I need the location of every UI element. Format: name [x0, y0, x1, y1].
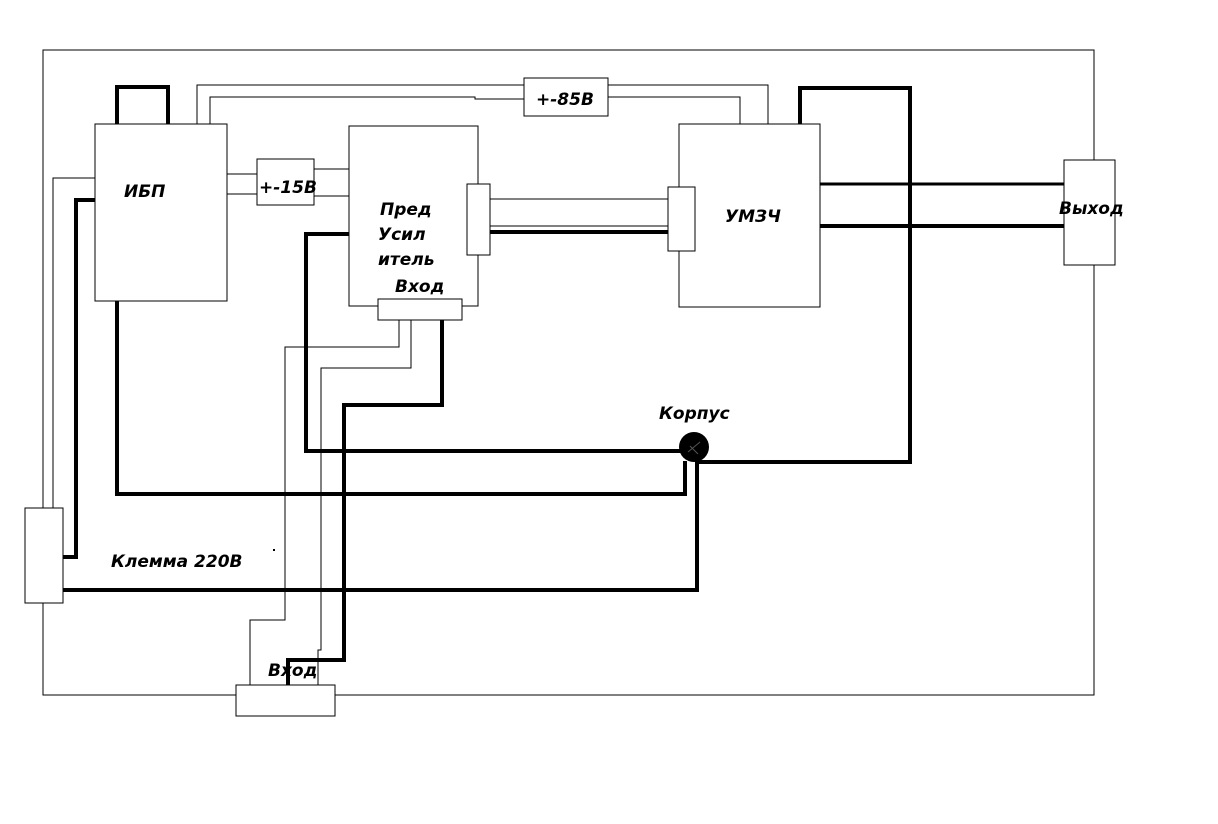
psu-label: ИБП [124, 182, 165, 202]
terminal-block [24, 507, 64, 604]
amplifier-label: УМЗЧ [725, 207, 781, 227]
input-connector [235, 684, 336, 717]
output-label: Выход [1059, 199, 1124, 219]
hv-85v-label: +-85В [536, 90, 594, 110]
preamp-label-line1: Пред [380, 200, 432, 220]
amplifier-input-connector [667, 186, 696, 252]
preamp-block [348, 125, 479, 307]
preamp-label-line3: итель [378, 250, 435, 270]
enclosure-outline [42, 49, 1095, 696]
output-connector [1063, 159, 1116, 266]
psu-block [94, 123, 228, 302]
chassis-label: Корпус [659, 404, 730, 424]
preamp-input-connector [377, 298, 463, 321]
thin-wires [52, 84, 769, 685]
input-label: Вход [268, 661, 317, 681]
stray-mark [273, 549, 275, 551]
preamp-output-connector [466, 183, 491, 256]
hv-85v-block [523, 77, 609, 117]
psu-15v-label: +-15В [259, 178, 317, 198]
psu-15v-block [256, 158, 315, 206]
preamp-label-line2: Усил [378, 225, 426, 245]
preamp-input-label: Вход [395, 277, 444, 297]
terminal-label: Клемма 220В [111, 552, 243, 572]
amplifier-block [678, 123, 821, 308]
